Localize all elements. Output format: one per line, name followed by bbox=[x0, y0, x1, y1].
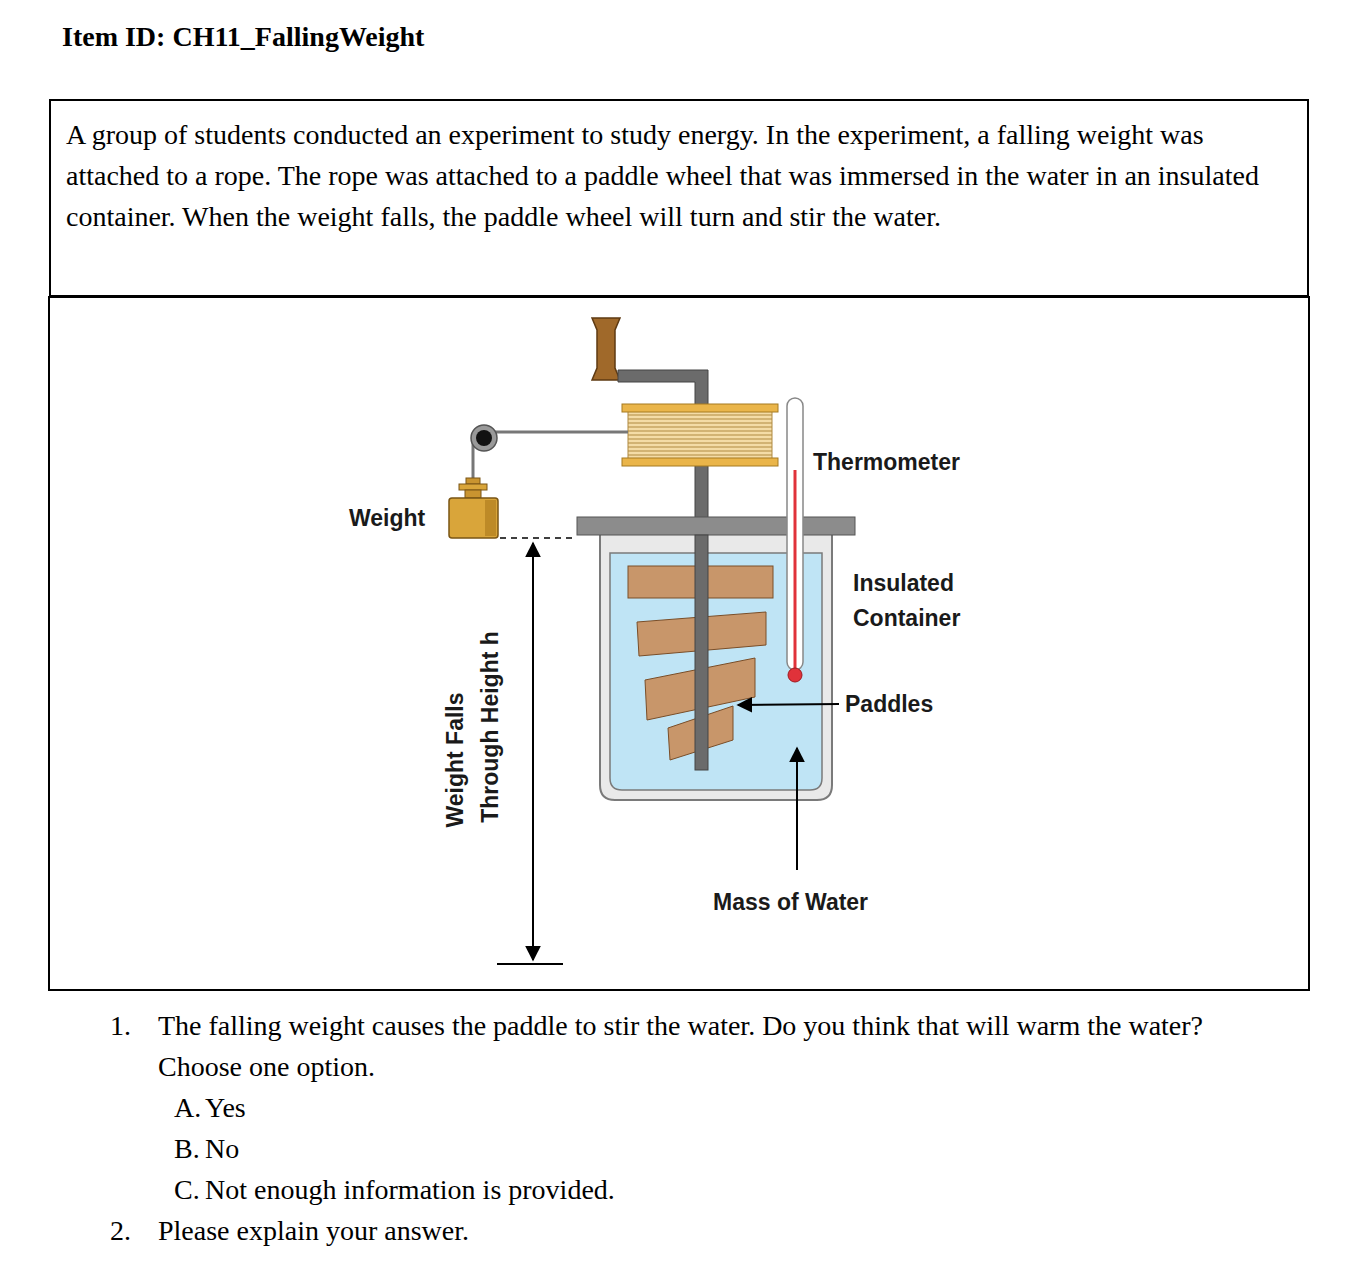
weight-neck bbox=[465, 490, 481, 498]
option-letter: C. bbox=[174, 1169, 200, 1210]
leader-arrow bbox=[738, 704, 839, 705]
part-label: Thermometer bbox=[813, 448, 960, 476]
text-box: A group of students conducted an experim… bbox=[49, 99, 1309, 297]
part-label: Mass of Water bbox=[713, 888, 868, 916]
thermometer-bulb bbox=[788, 668, 802, 682]
part-label: Paddles bbox=[845, 690, 933, 718]
weight-hook bbox=[466, 478, 480, 484]
part-label: Insulated Container bbox=[853, 566, 978, 636]
paddle-shaft bbox=[695, 535, 708, 770]
pulley-hub bbox=[476, 430, 492, 446]
description-text: A group of students conducted an experim… bbox=[66, 114, 1287, 237]
height-arrow bbox=[532, 543, 534, 960]
option-letter: A. bbox=[174, 1087, 201, 1128]
container-lid bbox=[577, 517, 855, 535]
rope bbox=[484, 431, 628, 434]
weight-body bbox=[449, 498, 498, 538]
spool-flange bbox=[622, 404, 778, 412]
weight-knob bbox=[459, 484, 487, 490]
thermometer-column bbox=[794, 470, 797, 670]
option-text: Not enough information is provided. bbox=[205, 1169, 615, 1210]
pulley bbox=[471, 425, 497, 451]
question-text: Please explain your answer. bbox=[158, 1210, 469, 1251]
option-letter: B. bbox=[174, 1128, 200, 1169]
leader-arrow bbox=[796, 748, 798, 870]
spool-flange bbox=[622, 458, 778, 466]
dimension-label: Through Height h bbox=[476, 631, 504, 823]
question-number: 2. bbox=[110, 1210, 131, 1251]
option-text: Yes bbox=[205, 1087, 246, 1128]
dimension-label: Weight Falls bbox=[441, 692, 469, 827]
option-text: No bbox=[205, 1128, 239, 1169]
ground-line bbox=[497, 963, 563, 965]
item-title: Item ID: CH11_FallingWeight bbox=[62, 16, 424, 57]
weight-shade bbox=[485, 500, 496, 536]
part-label: Weight bbox=[349, 504, 425, 532]
figure-frame bbox=[49, 297, 1309, 990]
spool-winding bbox=[628, 410, 772, 460]
thermometer-tube bbox=[787, 398, 803, 670]
reference-line bbox=[500, 537, 572, 539]
crank-handle bbox=[592, 318, 620, 380]
question-text: The falling weight causes the paddle to … bbox=[158, 1005, 1278, 1087]
question-number: 1. bbox=[110, 1005, 131, 1046]
